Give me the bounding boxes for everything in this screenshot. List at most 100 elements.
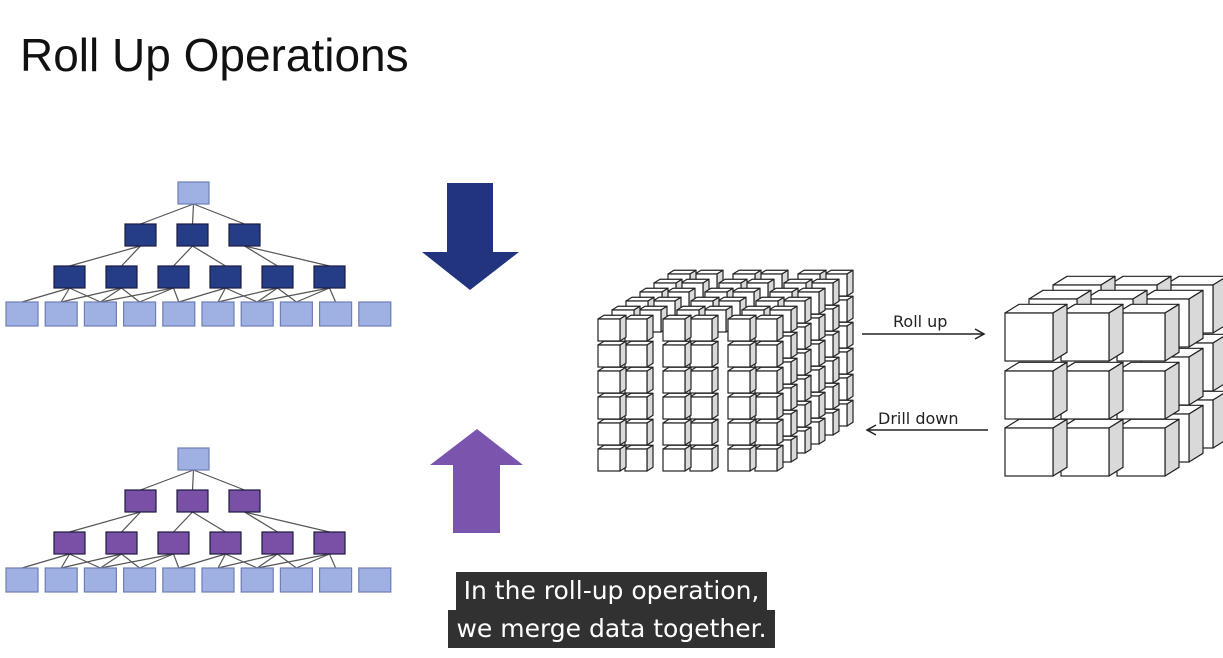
cube-side-face (619, 418, 627, 446)
tree-edge (178, 553, 226, 569)
cube-side-face (790, 383, 798, 411)
cube-front-face (727, 318, 751, 342)
cube-front-face (597, 318, 621, 342)
cube-side-face (646, 340, 654, 368)
cube-side-face (646, 444, 654, 472)
tree-edge (296, 287, 330, 303)
cube-side-face (684, 392, 692, 420)
cube-side-face (1212, 393, 1223, 449)
cube-side-face (804, 322, 812, 350)
arrow-up-icon (430, 429, 523, 533)
cube-front-face (754, 370, 778, 394)
cube-side-face (846, 269, 854, 297)
cube-side-face (1108, 303, 1124, 362)
hierarchy-tree-bottom (5, 447, 392, 593)
cube-side-face (832, 356, 840, 384)
cube-side-face (790, 331, 798, 359)
cube-side-face (711, 418, 719, 446)
tree-level2-node (157, 531, 190, 555)
tree-leaf-node (201, 301, 235, 327)
cube-side-face (711, 444, 719, 472)
cube-side-face (646, 366, 654, 394)
tree-leaf-node (240, 567, 274, 593)
tree-edge (140, 203, 194, 225)
cube-side-face (776, 444, 784, 472)
cube-side-face (619, 340, 627, 368)
tree-edge (244, 511, 278, 533)
cube-front-face (597, 370, 621, 394)
tree-leaf-node (122, 301, 157, 327)
tree-edge (217, 553, 278, 569)
hierarchy-tree-top (5, 181, 392, 327)
cube-front-face (597, 396, 621, 420)
tree-edge (69, 245, 141, 267)
tree-edge (61, 553, 122, 569)
tree-edge (193, 469, 245, 491)
cube-front-face (1004, 427, 1054, 477)
tree-edge (328, 287, 337, 303)
cube-side-face (1052, 418, 1068, 477)
cube-front-face (624, 448, 648, 472)
cube-side-face (1212, 336, 1223, 392)
cube-side-face (818, 339, 826, 367)
tree-leaf-node (5, 567, 39, 593)
tree-leaf-node (83, 301, 118, 327)
cube-side-face (619, 314, 627, 342)
cube-side-face (619, 444, 627, 472)
cube-side-face (711, 340, 719, 368)
cube-side-face (749, 392, 757, 420)
video-caption: In the roll-up operation, we merge data … (0, 572, 1223, 648)
tree-edge (69, 553, 101, 569)
tree-edge (100, 287, 122, 303)
tree-edge (60, 287, 71, 303)
tree-level1-node (228, 223, 261, 247)
cube-front-face (754, 396, 778, 420)
cube-side-face (846, 321, 854, 349)
cube-side-face (804, 348, 812, 376)
tree-leaf-node (358, 301, 392, 327)
cube-front-face (1004, 370, 1054, 420)
cube-side-face (804, 426, 812, 454)
cube-side-face (776, 366, 784, 394)
cube-side-face (749, 366, 757, 394)
cube-front-face (662, 422, 686, 446)
tree-edge (244, 511, 330, 533)
tree-edge (172, 287, 180, 303)
cube-side-face (749, 314, 757, 342)
tree-leaf-node (358, 567, 392, 593)
tree-edge (257, 553, 330, 569)
cube-side-face (1188, 289, 1204, 348)
tree-level2-node (105, 531, 138, 555)
cube-side-face (818, 287, 826, 315)
cube-front-face (727, 448, 751, 472)
tree-level2-node (209, 265, 242, 289)
tree-leaf-node (201, 567, 235, 593)
cube-side-face (776, 418, 784, 446)
cube-side-face (711, 366, 719, 394)
cube-front-face (754, 318, 778, 342)
tree-leaf-node (279, 301, 313, 327)
tree-edge (217, 287, 278, 303)
roll-up-label: Roll up (893, 312, 947, 331)
fine-grained-cube (597, 269, 854, 472)
cube-side-face (1052, 361, 1068, 420)
drill-down-label: Drill down (878, 409, 959, 428)
tree-edge (192, 245, 226, 267)
cube-side-face (646, 314, 654, 342)
cube-front-face (1116, 427, 1166, 477)
arrow-down-icon (422, 183, 519, 290)
cube-side-face (818, 365, 826, 393)
tree-root-node (177, 447, 210, 471)
tree-leaf-node (279, 567, 313, 593)
tree-level1-node (124, 223, 157, 247)
tree-leaf-node (44, 301, 78, 327)
tree-leaf-node (83, 567, 118, 593)
cube-side-face (846, 347, 854, 375)
tree-leaf-node (44, 567, 78, 593)
cube-side-face (818, 313, 826, 341)
cube-front-face (727, 370, 751, 394)
cube-front-face (1004, 312, 1054, 362)
tree-leaf-node (122, 567, 157, 593)
cube-side-face (818, 417, 826, 445)
